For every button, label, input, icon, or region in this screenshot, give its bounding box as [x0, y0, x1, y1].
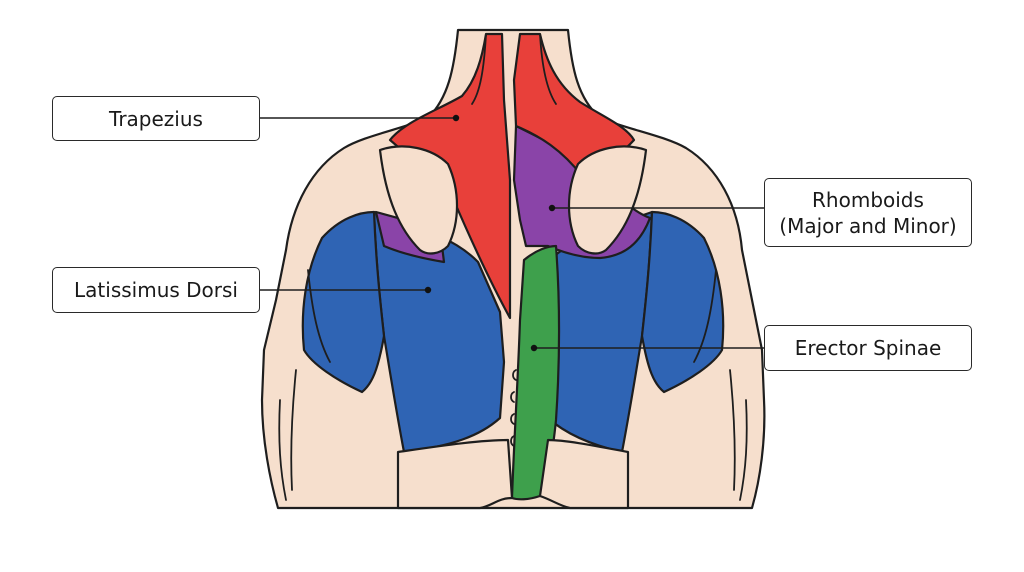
- lower-back-right: [538, 438, 630, 510]
- label-rhomboids: Rhomboids (Major and Minor): [764, 178, 972, 247]
- dot-rhomboids: [548, 204, 556, 212]
- scapula-left: [378, 145, 459, 255]
- label-latissimus-dorsi-text: Latissimus Dorsi: [74, 278, 238, 302]
- spine-mark-1: [512, 369, 517, 381]
- dot-trapezius: [452, 114, 460, 122]
- leader-lines: [260, 117, 764, 349]
- scapula-right: [567, 145, 648, 255]
- label-erector-spinae: Erector Spinae: [764, 325, 972, 371]
- label-rhomboids-line1: Rhomboids: [812, 187, 924, 212]
- neck-line-left: [471, 33, 487, 105]
- label-rhomboids-line2: (Major and Minor): [779, 213, 957, 238]
- spine-mark-4: [510, 435, 515, 447]
- deltoid-right: [640, 210, 725, 394]
- label-trapezius: Trapezius: [52, 96, 260, 141]
- body-figure: [260, 28, 766, 510]
- label-trapezius-text: Trapezius: [109, 106, 203, 131]
- arm-line-left-1: [307, 269, 331, 363]
- spine-mark-3: [510, 413, 515, 425]
- label-latissimus-dorsi: Latissimus Dorsi: [52, 267, 260, 313]
- spine-mark-2: [510, 391, 515, 403]
- arm-line-right-3: [739, 399, 748, 501]
- lower-back: [396, 438, 514, 510]
- arm-line-left-3: [278, 399, 287, 501]
- muscle-detail-lines: [278, 33, 748, 501]
- dot-latissimus-dorsi: [424, 286, 432, 294]
- arm-line-right-1: [693, 269, 717, 363]
- label-erector-spinae-text: Erector Spinae: [794, 336, 942, 360]
- dot-erector-spinae: [530, 344, 538, 352]
- leader-dots: [424, 114, 556, 352]
- arm-line-right-2: [729, 369, 736, 491]
- neck-line-right: [539, 33, 557, 105]
- arm-line-left-2: [290, 369, 297, 491]
